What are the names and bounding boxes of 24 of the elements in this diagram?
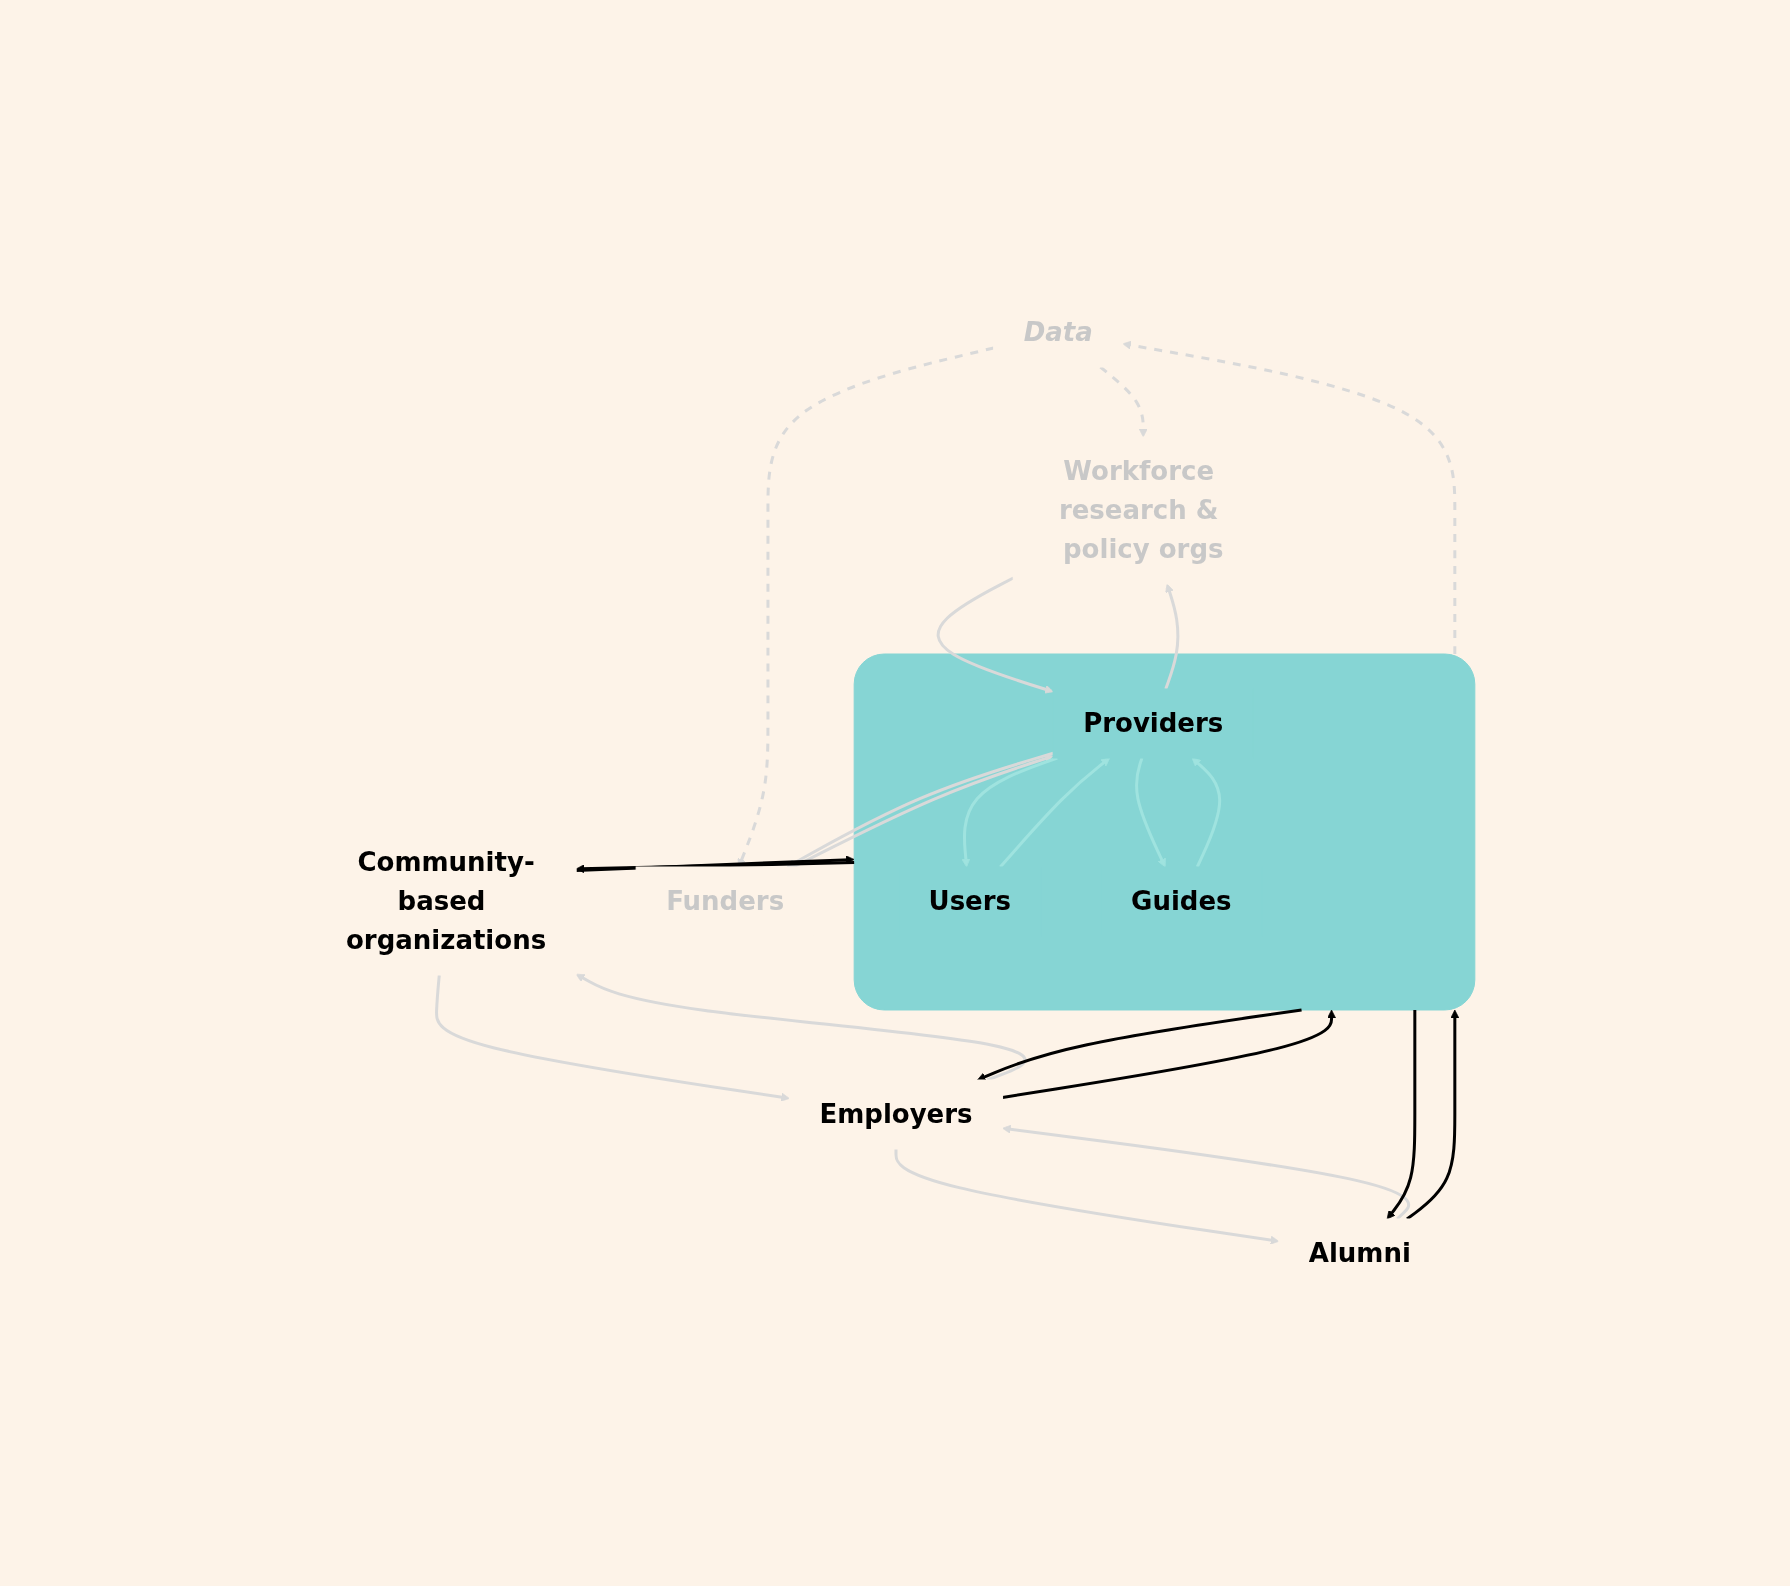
arrow	[575, 855, 855, 872]
arrow	[936, 576, 1054, 694]
arrow	[1134, 757, 1166, 868]
arrow	[894, 1149, 1279, 1245]
arrow	[1001, 1124, 1410, 1221]
arrow	[434, 974, 790, 1102]
arrow	[1405, 1009, 1459, 1221]
node-text: Guides	[1130, 886, 1232, 916]
arrow	[976, 1008, 1302, 1081]
arrow	[1191, 757, 1221, 868]
node-text: Employers	[819, 1099, 973, 1129]
arrow	[575, 861, 854, 874]
arrow	[1001, 1009, 1336, 1099]
node-text: Users	[928, 886, 1011, 916]
node-text: Providers	[1082, 708, 1223, 738]
node-text: Community-based organizations	[345, 847, 546, 955]
arrow	[1121, 340, 1456, 654]
node-text: Alumni	[1308, 1238, 1411, 1268]
arrow	[998, 757, 1110, 868]
arrow	[1386, 1010, 1416, 1220]
arrow	[1163, 583, 1179, 690]
arrow	[575, 973, 1026, 1082]
arrow	[961, 756, 1058, 868]
cluster	[853, 653, 1475, 1011]
